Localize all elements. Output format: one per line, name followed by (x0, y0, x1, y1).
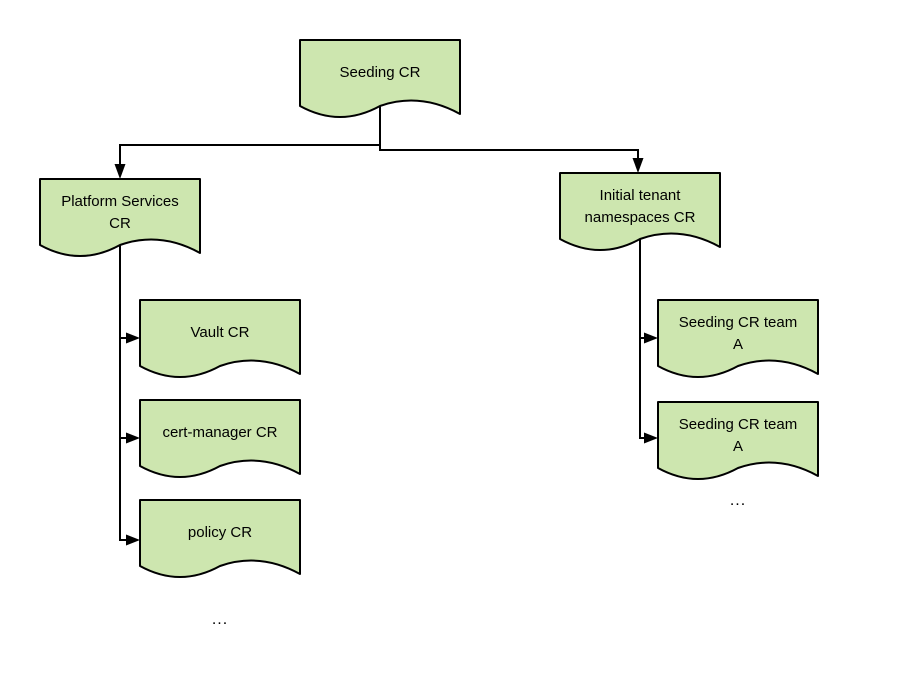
edge-group (119, 98, 645, 541)
node-seeding-cr-label: Seeding CR (340, 64, 421, 81)
edge-initial-tenant-spine (639, 233, 645, 439)
node-seeding-cr-team-a-2-label-line2: A (733, 438, 743, 455)
node-platform-services-cr-label-line2: CR (109, 215, 131, 232)
node-seeding-cr-team-a-1-label-line1: Seeding CR team (679, 314, 797, 331)
arrowhead-right-policy-icon (126, 534, 140, 546)
arrowhead-down-platform-icon (114, 164, 126, 179)
node-seeding-cr-team-a-1-label-line2: A (733, 336, 743, 353)
node-vault-cr-label: Vault CR (191, 324, 250, 341)
arrowhead-right-vault-icon (126, 332, 140, 344)
ellipsis-right: ... (730, 492, 746, 509)
arrowhead-group (114, 158, 658, 546)
arrowhead-right-cert-manager-icon (126, 432, 140, 444)
node-initial-tenant-label-line1: Initial tenant (600, 187, 682, 204)
label-group: Seeding CR Platform Services CR Initial … (61, 64, 797, 628)
node-platform-services-cr-label-line1: Platform Services (61, 193, 179, 210)
arrowhead-down-initial-tenant-icon (632, 158, 644, 173)
node-policy-cr-label: policy CR (188, 524, 252, 541)
edge-seeding-to-initial-tenant (379, 98, 639, 160)
ellipsis-left: ... (212, 611, 228, 628)
arrowhead-right-team-a-2-icon (644, 432, 658, 444)
node-seeding-cr-team-a-2-label-line1: Seeding CR team (679, 416, 797, 433)
node-cert-manager-cr-label: cert-manager CR (162, 424, 277, 441)
node-initial-tenant-label-line2: namespaces CR (585, 209, 696, 226)
arrowhead-right-team-a-1-icon (644, 332, 658, 344)
